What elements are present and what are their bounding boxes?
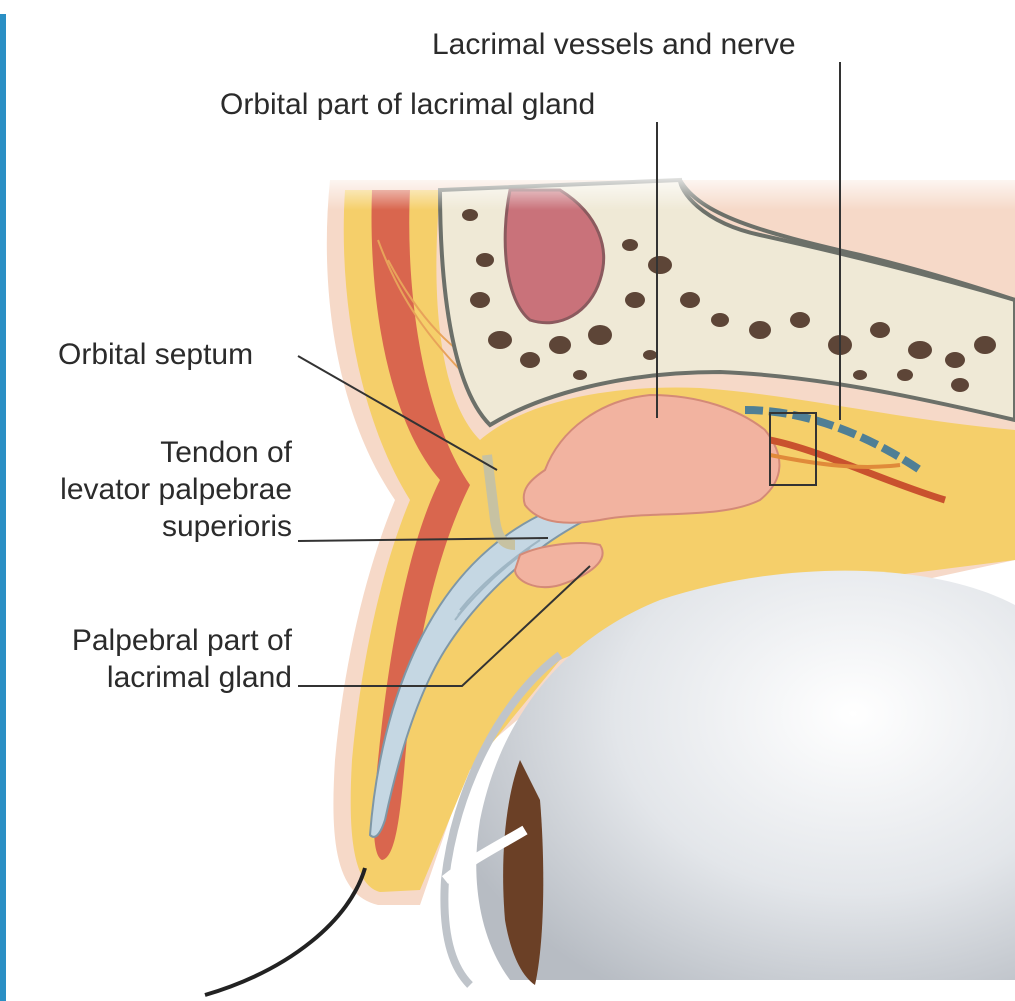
label-palpebral-line-2: lacrimal gland <box>72 659 292 696</box>
left-edge-bar <box>0 14 6 1001</box>
top-fade <box>320 170 1015 210</box>
label-tendon-line-2: levator palpebrae <box>60 471 292 508</box>
label-orbital-part-of-lacrimal-gland: Orbital part of lacrimal gland <box>220 86 595 123</box>
label-tendon-line-1: Tendon of <box>60 434 292 471</box>
label-lacrimal-vessels-and-nerve: Lacrimal vessels and nerve <box>432 26 796 63</box>
label-tendon-line-3: superioris <box>60 508 292 545</box>
label-palpebral-part-of-lacrimal-gland: Palpebral part of lacrimal gland <box>72 622 292 696</box>
label-palpebral-line-1: Palpebral part of <box>72 622 292 659</box>
label-orbital-septum: Orbital septum <box>58 336 253 373</box>
label-tendon-of-levator: Tendon of levator palpebrae superioris <box>60 434 292 545</box>
bottom-pointer-line <box>205 868 365 995</box>
